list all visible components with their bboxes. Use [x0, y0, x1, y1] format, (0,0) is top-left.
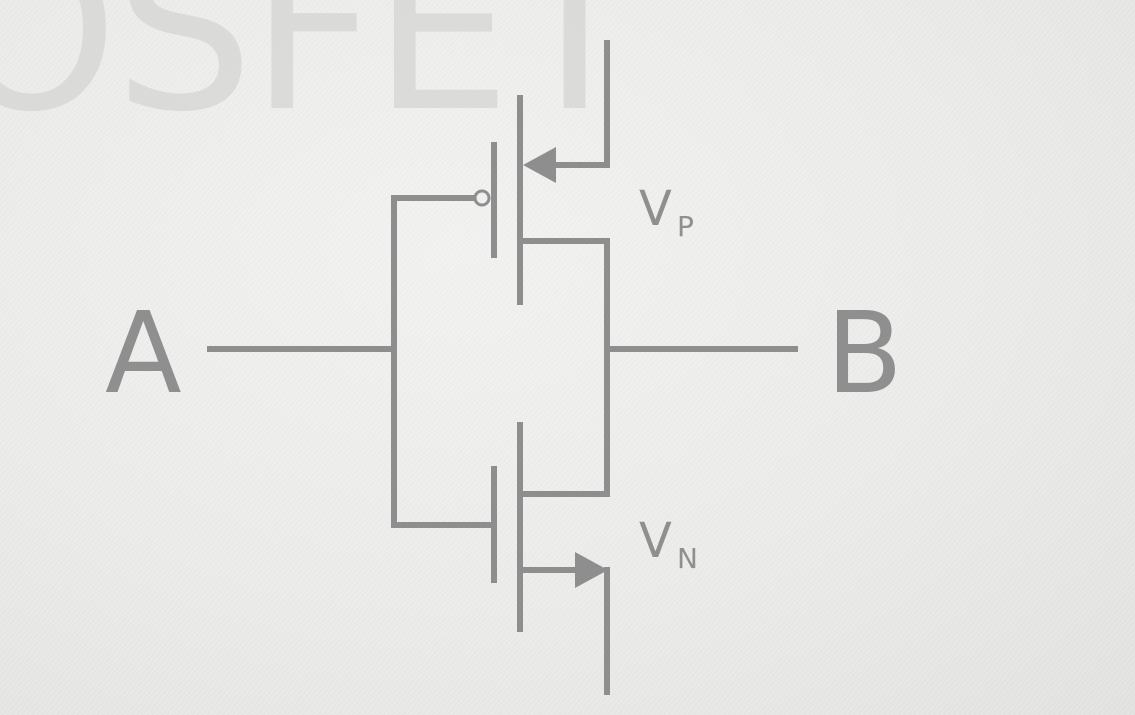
nmos-label-main: V	[639, 513, 672, 569]
pmos-gate-bubble	[473, 189, 491, 207]
watermark-text: OSFET	[0, 0, 642, 160]
input-label-a: A	[105, 289, 182, 419]
pmos-drain-wire	[520, 238, 610, 497]
pmos-label-main: V	[639, 181, 672, 237]
output-label-b: B	[826, 289, 903, 419]
nmos-source-arrow	[575, 552, 608, 588]
pmos-label-sub: P	[677, 210, 694, 243]
pmos-source-arrow	[523, 147, 556, 183]
nmos-label-sub: N	[677, 542, 698, 575]
